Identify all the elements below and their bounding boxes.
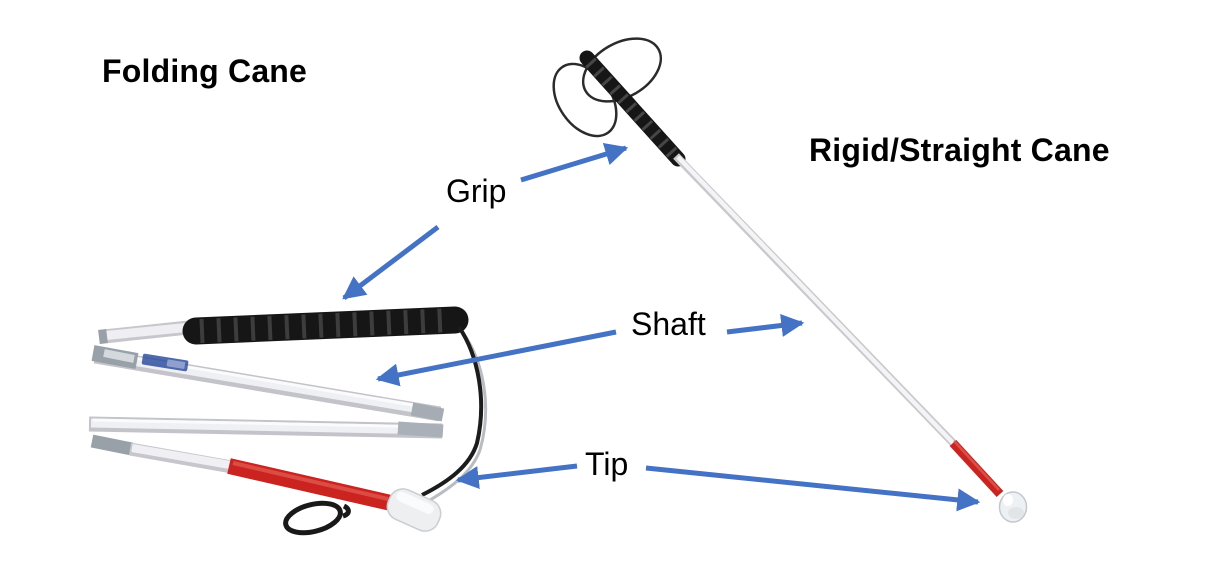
shaft-label: Shaft xyxy=(631,306,706,342)
folding-cane-segment1-ferrule xyxy=(98,329,108,344)
straight-cane-tip xyxy=(998,491,1028,523)
segment3-shaft-fill xyxy=(90,418,441,435)
folding-cane-tip xyxy=(386,488,442,532)
folding-cane-illustration xyxy=(88,306,488,536)
grip-arrow-to-straight-cane xyxy=(520,143,629,183)
straight-cane-shaft-fill xyxy=(676,155,956,446)
folding-cane-loop xyxy=(283,500,343,536)
folding-cane-grip-segment xyxy=(98,306,469,345)
tip-label: Tip xyxy=(585,446,629,482)
segment3-right-ferrule xyxy=(397,421,444,438)
straight-red-highlight xyxy=(953,440,1000,491)
segment4-white-shaft-fill xyxy=(131,444,231,469)
tip-arrow-to-straight-cane xyxy=(645,465,981,512)
grip-arrow-to-folding-cane xyxy=(342,225,440,300)
red-section-highlight xyxy=(232,461,389,501)
folding-cane-shaft-segment-3 xyxy=(88,416,444,439)
folding-cane-shaft-segment-2 xyxy=(91,345,445,422)
segment3-shaft-highlight xyxy=(92,418,439,429)
loop-knot xyxy=(342,503,351,519)
grip-label: Grip xyxy=(446,173,507,209)
tip-arrow-to-folding-cane xyxy=(455,463,578,490)
folding-cane-segment1-highlight xyxy=(100,322,192,341)
folding-cane-red-section xyxy=(227,458,393,511)
folding-cane-tip-segment xyxy=(90,434,442,536)
shaft-arrow-to-folding-cane xyxy=(375,329,617,387)
folding-cane-grip xyxy=(182,306,469,345)
rigid-cane-title: Rigid/Straight Cane xyxy=(809,132,1110,168)
folding-cane-cord xyxy=(421,325,484,497)
segment2-right-ferrule xyxy=(410,402,445,422)
segment2-left-ferrule-shine xyxy=(103,349,135,363)
straight-cane-illustration xyxy=(552,37,1028,523)
brand-label xyxy=(141,353,189,372)
segment4-ferrule xyxy=(90,434,134,456)
folding-cane-title: Folding Cane xyxy=(102,53,308,89)
shaft-arrow-to-straight-cane xyxy=(726,314,805,337)
label-arrows xyxy=(342,143,981,512)
straight-cane-red-section xyxy=(949,439,1004,498)
